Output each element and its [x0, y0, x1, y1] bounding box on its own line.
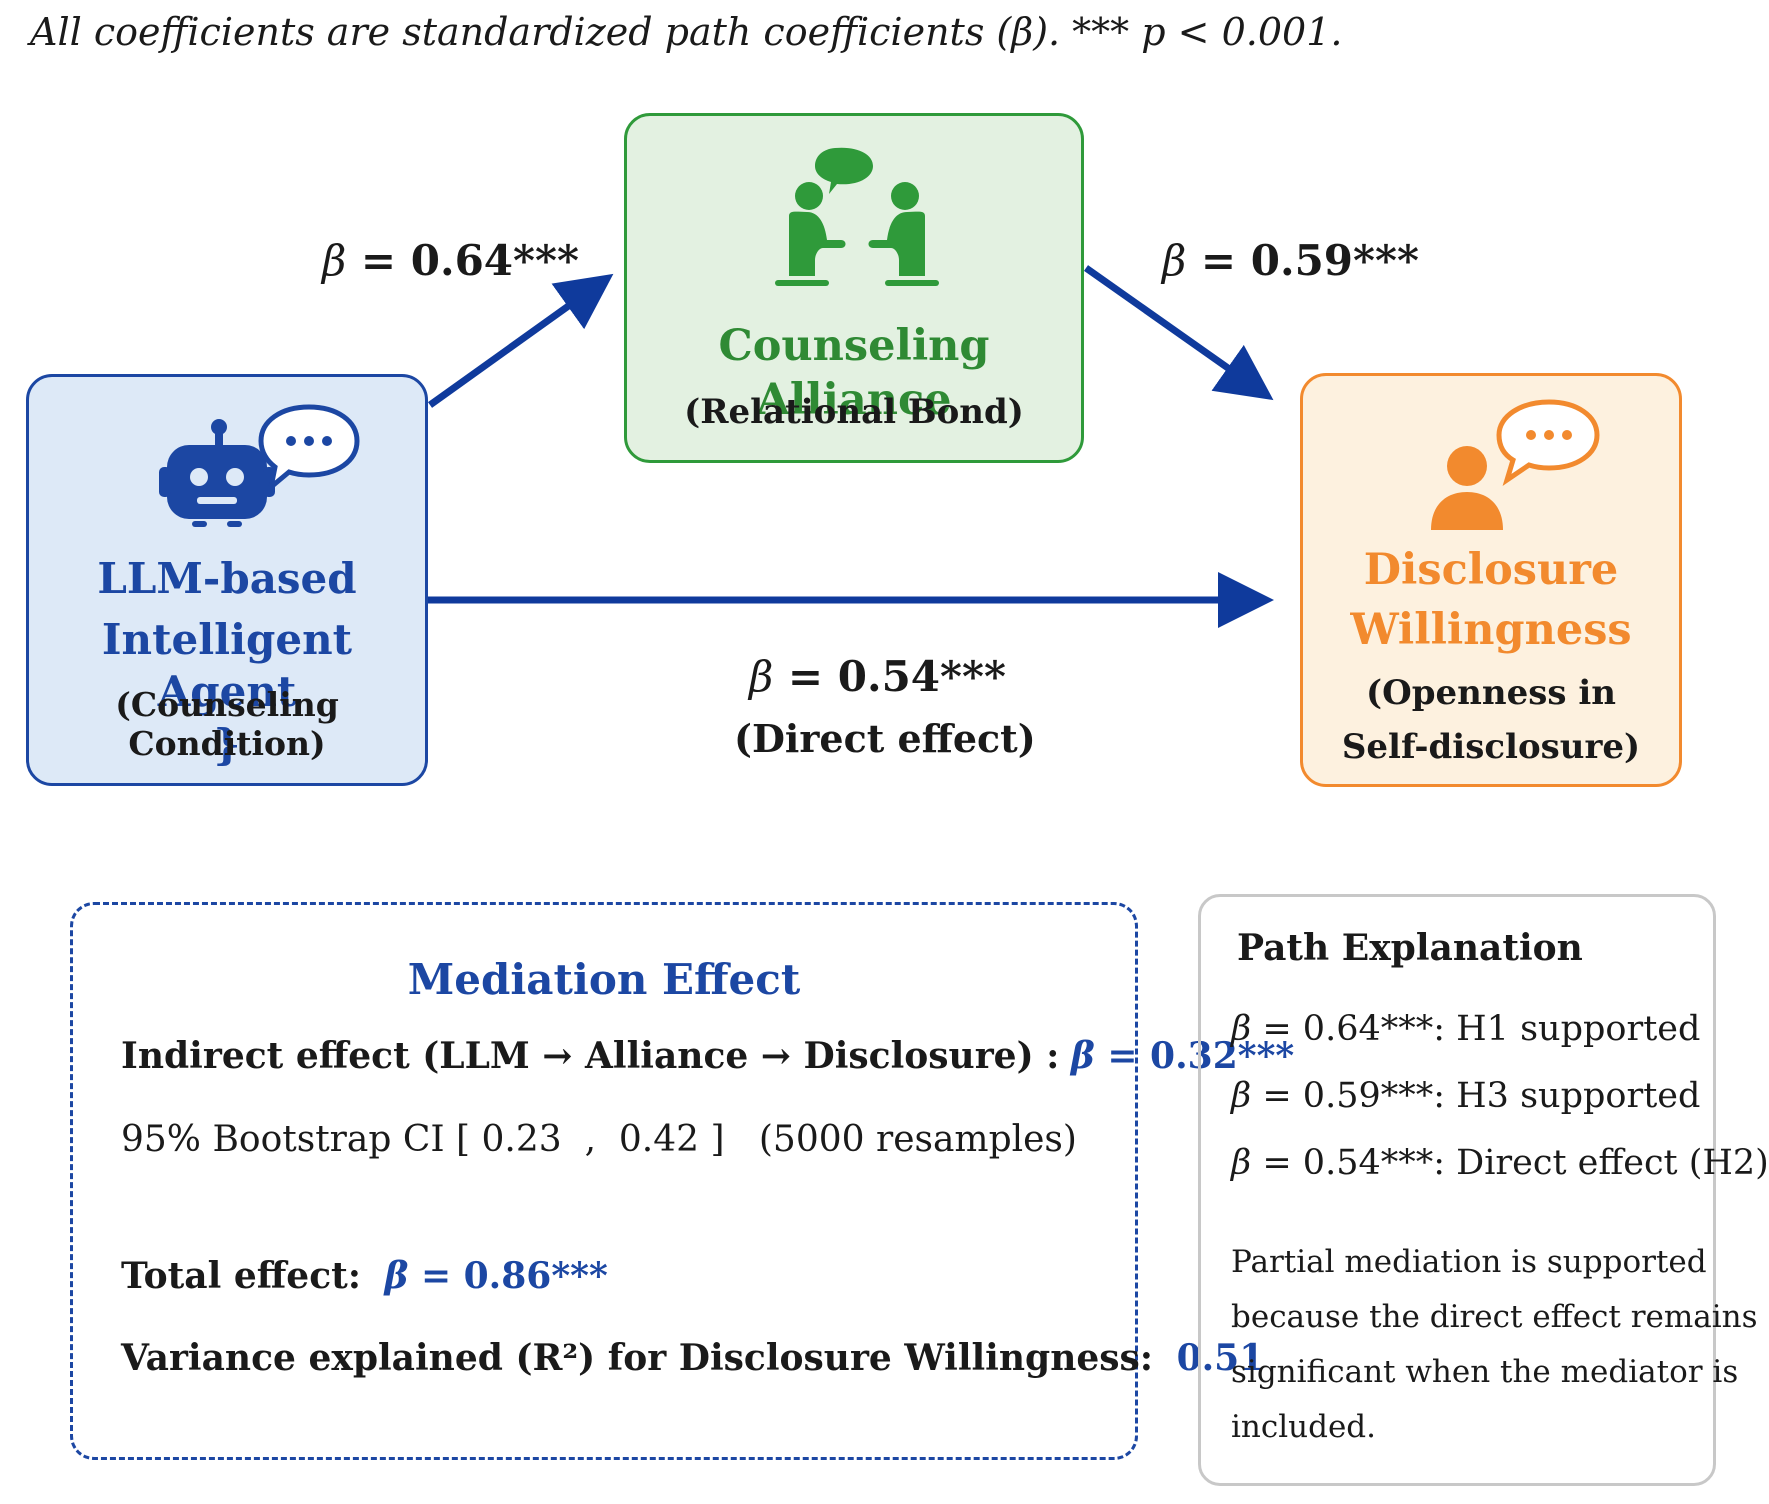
node-counseling-alliance: Counseling Alliance (Relational Bond): [624, 113, 1084, 463]
alliance-subtitle: (Relational Bond): [684, 392, 1024, 432]
disclosure-subtitle: (Openness in Self-disclosure): [1303, 666, 1679, 775]
paragraph-line: significant when the mediator is: [1231, 1354, 1739, 1390]
path-a-coefficient: β = 0.64***: [322, 236, 579, 285]
speech-bubble-icon: [258, 404, 360, 494]
person-icon: [1431, 446, 1503, 530]
disclosure-title: Disclosure Willingness: [1303, 544, 1679, 658]
path-explanation-box: Path Explanation β = 0.64***: H1 support…: [1198, 894, 1769, 1486]
counseling-people-icon: [775, 147, 939, 286]
beta-symbol: β: [384, 1255, 409, 1297]
path-explanation-item: β = 0.54***: Direct effect (H2): [1231, 1143, 1769, 1183]
indirect-effect-label: Indirect effect (LLM → Alliance → Disclo…: [121, 1035, 1060, 1077]
direct-effect-label: (Direct effect): [734, 716, 1036, 761]
beta-symbol: β: [1231, 1143, 1252, 1183]
mediation-title: Mediation Effect: [407, 955, 801, 1004]
coefficient-note: All coefficients are standardized path c…: [30, 10, 1343, 54]
arrow-llm-to-alliance: [427, 273, 614, 408]
variance-label: Variance explained (R²) for Disclosure W…: [121, 1337, 1154, 1379]
bootstrap-ci: 95% Bootstrap CI [ 0.23 , 0.42 ] (5000 r…: [121, 1119, 1077, 1160]
total-effect-label: Total effect:: [121, 1255, 362, 1297]
paragraph-line: because the direct effect remains: [1231, 1299, 1758, 1335]
paragraph-line: included.: [1231, 1409, 1377, 1445]
total-effect-row: Total effect: β = 0.86***: [121, 1255, 608, 1297]
disclosure-subtitle-line1: (Openness in: [1366, 673, 1616, 713]
variance-explained-row: Variance explained (R²) for Disclosure W…: [121, 1337, 1264, 1379]
beta-symbol: β: [749, 652, 774, 701]
llm-title: LLM-based Intelligent Agent }: [29, 553, 425, 771]
node-disclosure-willingness: Disclosure Willingness (Openness in Self…: [1300, 373, 1682, 787]
llm-subtitle: (Counseling Condition): [115, 685, 339, 763]
beta-symbol: β: [1070, 1035, 1095, 1077]
path-explanation-item: β = 0.59***: H3 supported: [1231, 1076, 1701, 1116]
disclosure-subtitle-line2: Self-disclosure): [1341, 727, 1641, 768]
variance-value: 0.51: [1176, 1337, 1265, 1379]
disclosure-title-line2: Willingness: [1350, 604, 1632, 655]
mediation-paragraph: Partial mediation is supported because t…: [1231, 1235, 1758, 1455]
robot-icon: [159, 419, 275, 527]
path-b-coefficient: β = 0.59***: [1162, 236, 1419, 285]
path-c-coefficient: β = 0.54***: [749, 652, 1006, 701]
disclosure-title-line1: Disclosure: [1363, 545, 1619, 595]
path-explanation-title: Path Explanation: [1237, 927, 1583, 969]
node-llm-agent: LLM-based Intelligent Agent } (Counselin…: [26, 374, 428, 786]
paragraph-line: Partial mediation is supported: [1231, 1244, 1707, 1280]
beta-symbol: β: [1231, 1076, 1252, 1116]
path-a-value: = 0.64***: [360, 236, 579, 285]
indirect-effect-row: Indirect effect (LLM → Alliance → Disclo…: [121, 1035, 1294, 1077]
beta-symbol: β: [1162, 236, 1187, 285]
path-c-value: = 0.54***: [787, 652, 1006, 701]
mediation-effect-box: Mediation Effect Indirect effect (LLM → …: [70, 902, 1294, 1460]
speech-bubble-icon: [1496, 399, 1600, 487]
total-effect-value: β = 0.86***: [384, 1255, 608, 1297]
beta-symbol: β: [1231, 1009, 1252, 1049]
alliance-title: Counseling Alliance: [718, 321, 990, 425]
path-b-value: = 0.59***: [1200, 236, 1419, 285]
beta-symbol: β: [322, 236, 347, 285]
path-explanation-item: β = 0.64***: H1 supported: [1231, 1009, 1701, 1049]
llm-title-line1: LLM-based: [97, 554, 357, 603]
arrow-alliance-to-disclosure: [1083, 265, 1274, 401]
llm-title-line2: Intelligent Agent: [101, 614, 353, 717]
